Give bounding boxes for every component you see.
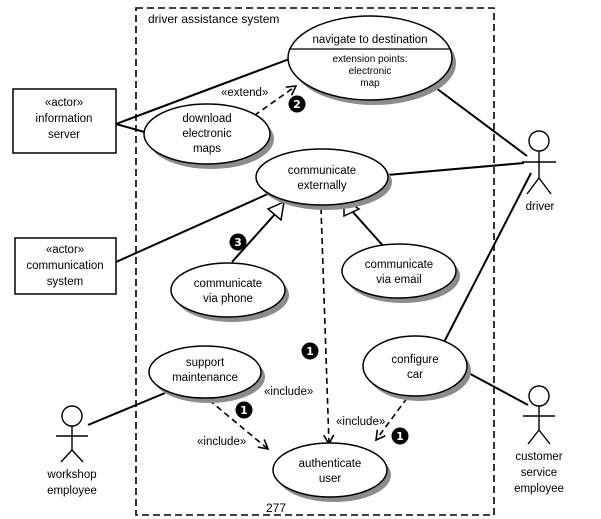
associations [87, 57, 532, 426]
assoc-navigate-driver [427, 81, 528, 157]
navigate-label: navigate to destination [312, 34, 427, 46]
use-case-download-electronic-maps: download electronic maps [143, 103, 274, 169]
gen-arrowhead-phone [266, 200, 285, 222]
configure-line1: configure [391, 354, 438, 366]
marker-1-communicate: 1 [301, 342, 319, 360]
assoc-infoserver-navigate [115, 57, 293, 125]
marker-2: 2 [288, 95, 306, 113]
assoc-configure-driver [439, 172, 532, 351]
actor-driver: driver [522, 130, 556, 213]
use-case-communicate-externally: communicate externally [255, 148, 392, 210]
driver-label: driver [526, 201, 555, 213]
authenticate-line1: authenticate [299, 458, 362, 470]
actor-communication-system: «actor» communication system [14, 237, 117, 295]
actor-workshop-employee: workshop employee [46, 405, 97, 497]
support-line2: maintenance [172, 372, 238, 384]
svg-text:1: 1 [306, 345, 314, 358]
communicate-line1: communicate [288, 165, 356, 177]
use-case-communicate-via-phone: communicate via phone [170, 262, 289, 322]
navigate-ext-line1: extension points: [332, 54, 407, 65]
workshop-line1: workshop [46, 469, 96, 481]
navigate-ext-line2: electronic [349, 66, 392, 77]
assoc-infoserver-download [115, 123, 149, 134]
download-line3: maps [193, 143, 221, 155]
email-line1: communicate [365, 259, 433, 271]
svg-text:1: 1 [396, 430, 404, 443]
workshop-stick-figure-icon [56, 405, 88, 463]
customer-service-line3: employee [514, 483, 564, 495]
gen-line-phone [231, 212, 277, 263]
authenticate-line2: user [319, 473, 342, 485]
include-arrow-support [208, 399, 270, 451]
assoc-commsystem-communicate [115, 192, 271, 263]
include-arrow-communicate [320, 207, 335, 446]
phone-line2: via phone [203, 293, 253, 305]
include-label-support: «include» [197, 436, 246, 448]
include-label-configure: «include» [336, 416, 385, 428]
support-line1: support [186, 357, 225, 369]
comm-system-line3: system [47, 276, 83, 288]
customer-service-stick-figure-icon [523, 385, 555, 445]
marker-1-configure: 1 [391, 427, 409, 445]
email-line2: via email [376, 274, 421, 286]
phone-line1: communicate [194, 278, 262, 290]
use-case-support-maintenance: support maintenance [148, 345, 265, 403]
download-line2: electronic [182, 128, 231, 140]
navigate-ext-line3: map [360, 78, 380, 89]
customer-service-line2: service [521, 467, 557, 479]
svg-text:2: 2 [293, 98, 301, 111]
gen-line-email [351, 210, 386, 249]
workshop-line2: employee [47, 485, 97, 497]
system-boundary [135, 7, 495, 516]
assoc-workshop-support [87, 392, 166, 426]
use-case-configure-car: configure car [362, 335, 471, 401]
info-server-line2: information [36, 113, 93, 125]
include-label-mid: «include» [264, 386, 313, 398]
driver-stick-figure-icon [522, 130, 556, 195]
configure-line2: car [407, 369, 423, 381]
info-server-line1: «actor» [45, 97, 83, 109]
actor-customer-service-employee: customer service employee [514, 385, 564, 495]
svg-text:3: 3 [234, 236, 242, 249]
use-case-authenticate-user: authenticate user [272, 442, 391, 502]
marker-1-support: 1 [235, 401, 253, 419]
download-line1: download [182, 113, 231, 125]
info-server-line3: server [48, 129, 80, 141]
extend-label: «extend» [221, 87, 268, 99]
svg-text:1: 1 [240, 404, 248, 417]
comm-system-line2: communication [26, 260, 103, 272]
communicate-line2: externally [297, 180, 346, 192]
page-number: 277 [266, 501, 286, 515]
comm-system-line1: «actor» [46, 244, 84, 256]
actor-information-server: «actor» information server [12, 88, 117, 154]
assoc-configure-customer [462, 369, 529, 406]
customer-service-line1: customer [515, 451, 562, 463]
assoc-communicate-driver [386, 162, 525, 176]
use-case-navigate-to-destination: navigate to destination extension points… [287, 15, 456, 105]
use-case-communicate-via-email: communicate via email [341, 243, 460, 303]
marker-3: 3 [229, 233, 247, 251]
system-label: driver assistance system [148, 12, 279, 26]
